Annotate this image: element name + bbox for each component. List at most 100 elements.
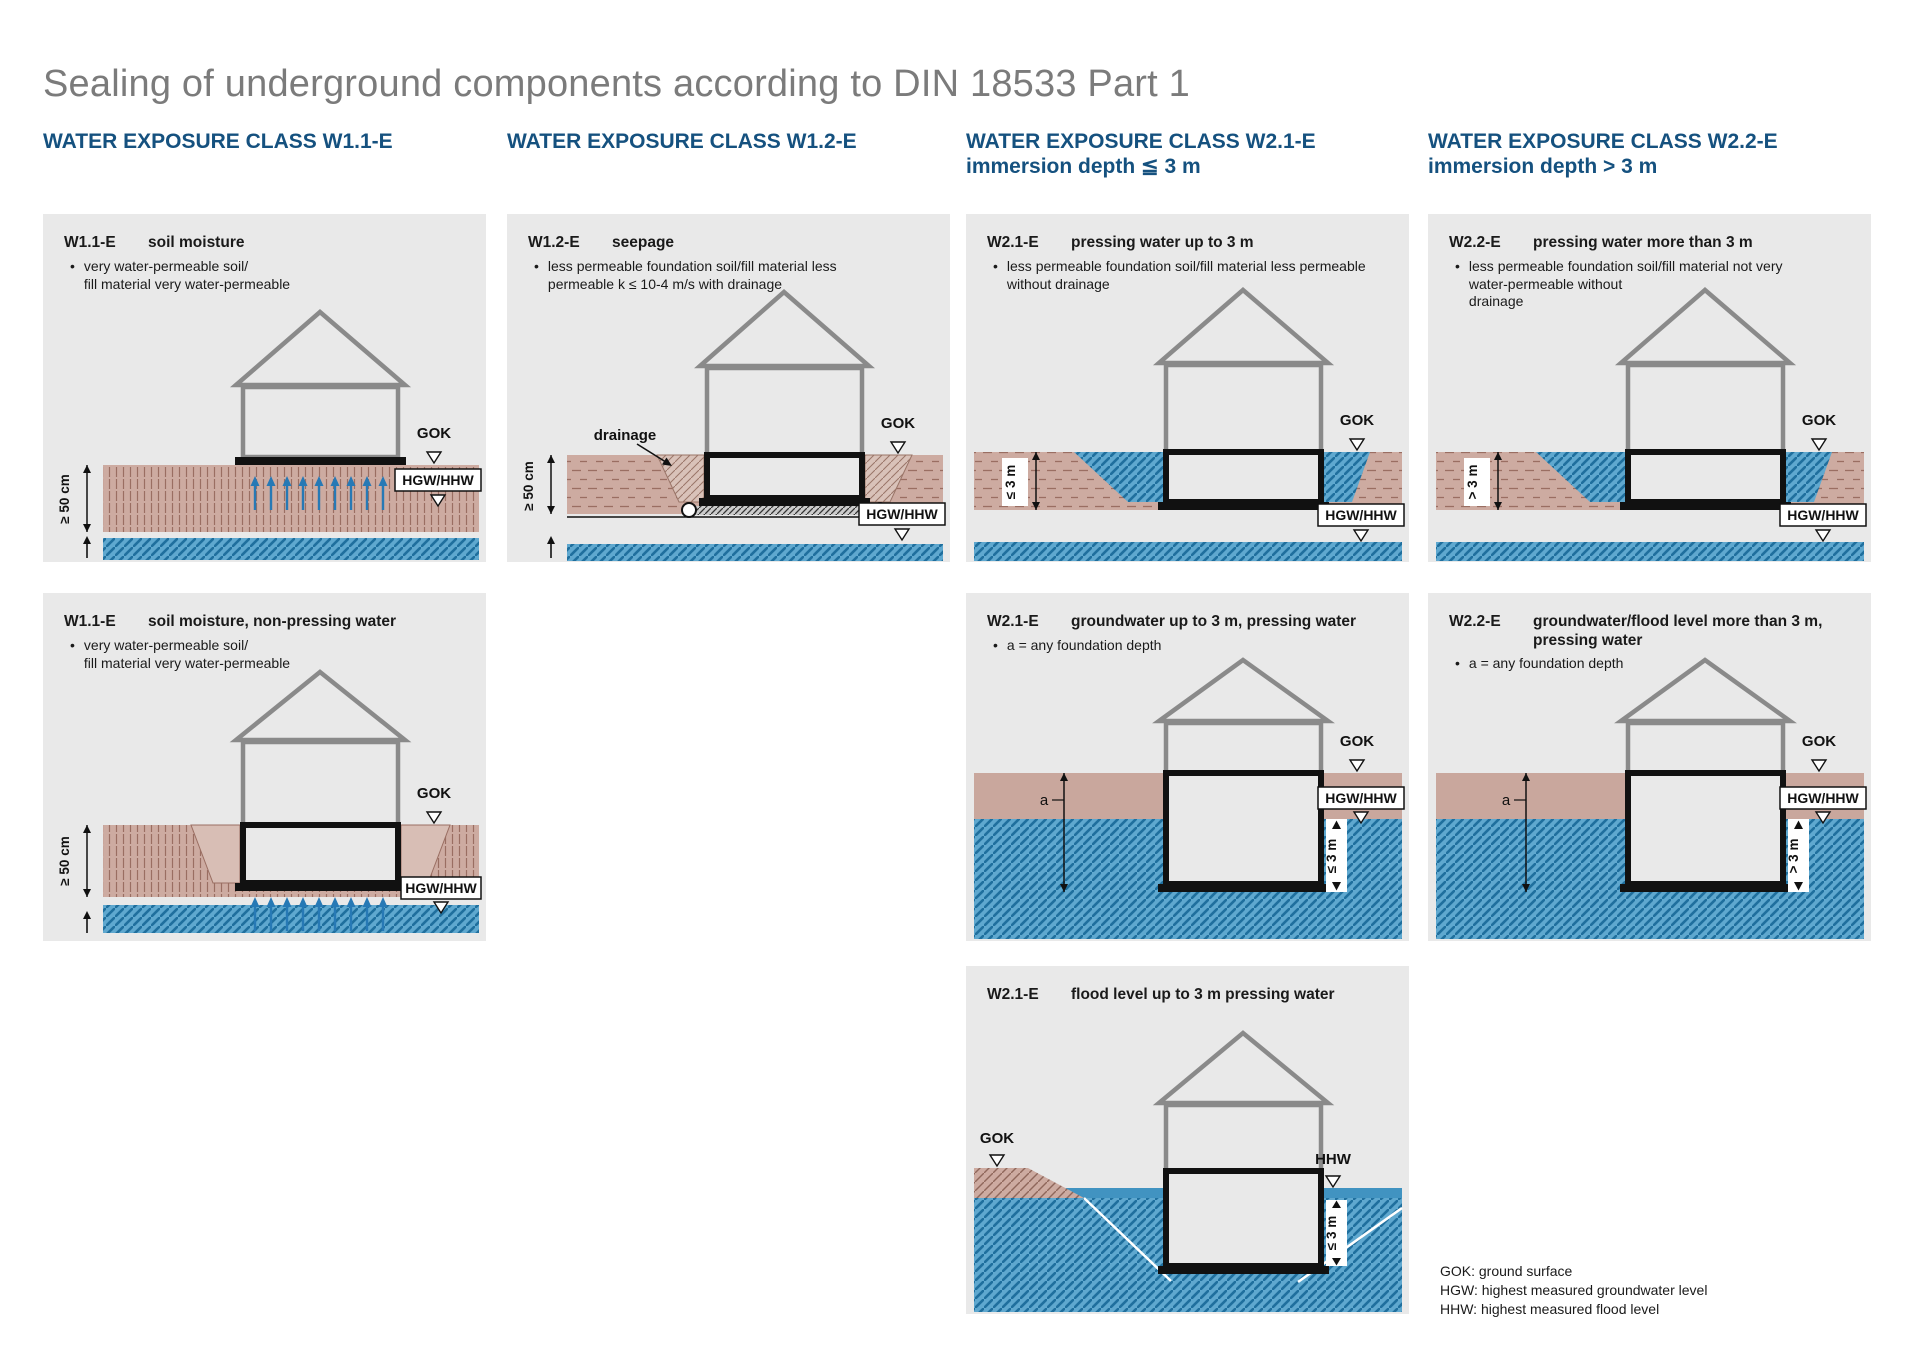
bullet-dot: • [70,257,75,274]
panel-title: seepage [612,234,675,251]
column-header-w12e: WATER EXPOSURE CLASS W1.2-E [507,130,967,155]
depth-dimension: ≤ 3 m [1002,452,1040,510]
bullet-line: less permeable foundation soil/fill mate… [1468,257,1783,274]
diagram-groundwater-3m: GOK HGW/HHW a ≤ 3 m [974,657,1405,939]
diagram-flood-level: GOK HHW ≤ 3 m [974,1030,1403,1312]
column-subtitle: immersion depth > 3 m [1428,154,1658,178]
basement [1163,770,1324,887]
gok-marker-icon [1811,438,1827,451]
panel-seepage: drainage GOK HGW/HHW ≥ 50 cm [507,214,950,562]
bullet-line: a = any foundation depth [1006,636,1162,653]
hgw-label-group: HGW/HHW [858,502,946,541]
foundation-slab [1620,884,1791,892]
house [229,309,412,465]
bullet-line: a = any foundation depth [1468,655,1624,672]
panel-soil-moisture-non-pressing: GOK HGW/HHW ≥ 50 cm W1.1-E soil moisture… [43,593,486,941]
foundation-slab [699,498,870,506]
panel-title: pressing water up to 3 m [1071,234,1254,251]
drainage-label: drainage [594,427,657,444]
gok-label-group: GOK [1802,412,1836,451]
hhw-label-group: HHW [1315,1151,1352,1188]
wall [704,365,865,458]
roof [1152,287,1335,366]
water-backfill-right [1786,452,1832,502]
depth-dimension: ≥ 50 cm [57,825,91,897]
water-backfill-right [1324,452,1370,502]
panel-groundwater-gt3m: GOK HGW/HHW a > 3 m [1428,593,1871,941]
foundation-slab [235,883,403,891]
hgw-label-group: HGW/HHW [1779,503,1867,542]
panel-code: W2.2-E [1449,234,1501,251]
capillary-arrow-icon [82,910,92,934]
foundation-slab [1158,1266,1329,1274]
panel-title: groundwater/flood level more than 3 m, p… [1533,613,1823,649]
column-title: WATER EXPOSURE CLASS W2.2-E [1428,130,1778,153]
foundation-slab [235,457,406,465]
bullet-line: fill material very water-permeable [83,654,291,671]
bullet-line: very water-permeable soil/ [83,636,249,653]
diagram-seepage: drainage GOK HGW/HHW ≥ 50 cm [521,289,946,561]
gok-label-group: GOK [1340,412,1374,451]
legend-line: HGW: highest measured groundwater level [1440,1281,1708,1298]
foundation-depth-dimension: a [1040,773,1068,892]
bullet-dot: • [993,636,998,653]
roof [1152,1030,1335,1106]
hgw-marker-icon [894,528,910,541]
bullet-dot: • [534,257,539,274]
diagram-pressing-water-3m: GOK HGW/HHW ≤ 3 m [974,287,1405,561]
wall [240,384,401,460]
hgw-label-group: HGW/HHW [1317,786,1405,824]
column-title: WATER EXPOSURE CLASS W2.1-E [966,130,1316,153]
hgw-label: HGW/HHW [405,880,477,896]
ground-bank [974,1168,1084,1198]
wall [1625,720,1786,776]
panel-pressing-water-gt3m: GOK HGW/HHW > 3 m W2.2-E pressing water … [1428,214,1871,562]
gok-label-group: GOK [417,425,451,464]
roof [229,669,412,743]
wall [240,739,401,828]
panel-code: W2.1-E [987,613,1039,630]
hgw-label-group: HGW/HHW [400,876,482,914]
house [694,289,876,506]
legend-line: GOK: ground surface [1440,1263,1573,1279]
wall [1163,1102,1324,1174]
gok-label: GOK [417,425,451,442]
foundation-depth-dimension: a [1502,773,1530,892]
depth-dimension: ≤ 3 m [1324,1200,1347,1266]
gok-label: GOK [1802,733,1836,750]
panel-code: W1.1-E [64,234,116,251]
gok-label: GOK [980,1130,1014,1147]
bullet-dot: • [993,257,998,274]
groundwater-layer [103,538,479,560]
foundation-slab [1620,502,1791,510]
bullet-line: fill material very water-permeable [83,275,291,292]
gok-marker-icon [1811,759,1827,772]
depth-dimension-label: > 3 m [1786,839,1801,874]
foundation-slab [1158,884,1329,892]
moisture-arrows [249,895,389,933]
panel-title: soil moisture [148,234,245,251]
hhw-marker-icon [1325,1175,1341,1188]
panel-title: groundwater up to 3 m, pressing water [1071,613,1357,630]
diagram-pressing-water-gt3m: GOK HGW/HHW > 3 m [1436,287,1867,561]
bullet-line: water-permeable without [1468,275,1623,292]
bullet-dot: • [70,636,75,653]
gok-label: GOK [1340,412,1374,429]
wall [1163,720,1324,776]
hgw-label-group: HGW/HHW [394,468,482,507]
column-subtitle: immersion depth ≦ 3 m [966,154,1201,178]
groundwater-layer [974,542,1402,561]
diagram-soil-moisture: GOK HGW/HHW ≥ 50 cm [57,309,482,560]
legend-line: HHW: highest measured flood level [1440,1300,1660,1317]
gok-label: GOK [1340,733,1374,750]
basement [1163,1168,1324,1269]
roof [229,309,412,388]
bullet-line: less permeable foundation soil/fill mate… [547,257,837,274]
hgw-marker-icon [1353,529,1369,542]
depth-dimension-label: ≥ 50 cm [57,836,72,885]
gok-marker-icon [1349,759,1365,772]
groundwater-layer [103,905,479,933]
depth-dimension-label: > 3 m [1465,465,1480,500]
depth-dimension-label: ≤ 3 m [1324,1216,1339,1250]
